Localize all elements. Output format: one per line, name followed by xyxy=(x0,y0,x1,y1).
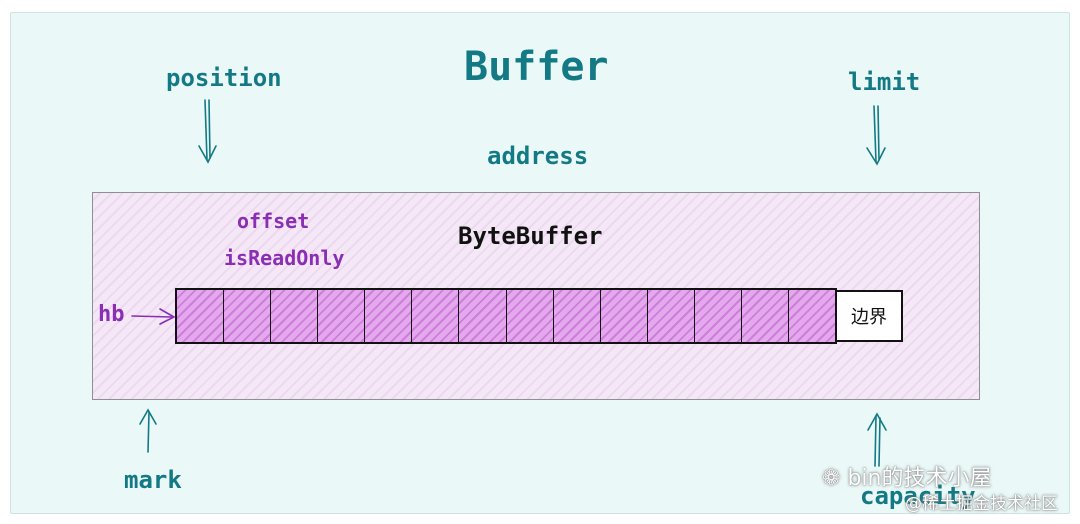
byte-cell xyxy=(271,290,319,342)
watermark-text1: bin的技术小屋 xyxy=(847,466,992,491)
mark-label: mark xyxy=(124,466,182,494)
limit-arrow-icon xyxy=(866,105,886,166)
boundary-label: 边界 xyxy=(851,307,887,328)
mark-arrow-icon xyxy=(139,408,157,453)
byte-cell xyxy=(177,290,225,342)
limit-label: limit xyxy=(848,68,921,96)
byte-cell xyxy=(695,290,742,342)
address-label: address xyxy=(487,142,589,170)
byte-cell xyxy=(742,290,790,342)
buffer-title: Buffer xyxy=(464,44,609,90)
byte-cell xyxy=(554,290,601,342)
byte-array xyxy=(175,288,837,344)
byte-cell xyxy=(459,290,507,342)
byte-cell xyxy=(412,290,460,342)
byte-cell xyxy=(507,290,554,342)
capacity-label: capacity xyxy=(860,482,976,510)
bytebuffer-title: ByteBuffer xyxy=(458,222,603,250)
byte-cell xyxy=(648,290,695,342)
watermark-line2: @稀土掘金技术社区 xyxy=(905,494,1058,514)
capacity-arrow-icon xyxy=(867,412,887,467)
byte-cell xyxy=(365,290,413,342)
boundary-cell: 边界 xyxy=(837,290,903,342)
hb-label: hb xyxy=(98,302,125,327)
position-label: position xyxy=(166,64,282,92)
hb-arrow-icon xyxy=(131,308,176,325)
is-read-only-label: isReadOnly xyxy=(224,246,345,270)
watermark-line1: ❁ bin的技术小屋 xyxy=(822,460,991,492)
byte-cell xyxy=(601,290,648,342)
position-arrow-icon xyxy=(198,99,217,164)
offset-label: offset xyxy=(237,209,310,233)
wechat-icon: ❁ xyxy=(822,466,841,491)
byte-cell xyxy=(224,290,272,342)
byte-cell xyxy=(318,290,366,342)
